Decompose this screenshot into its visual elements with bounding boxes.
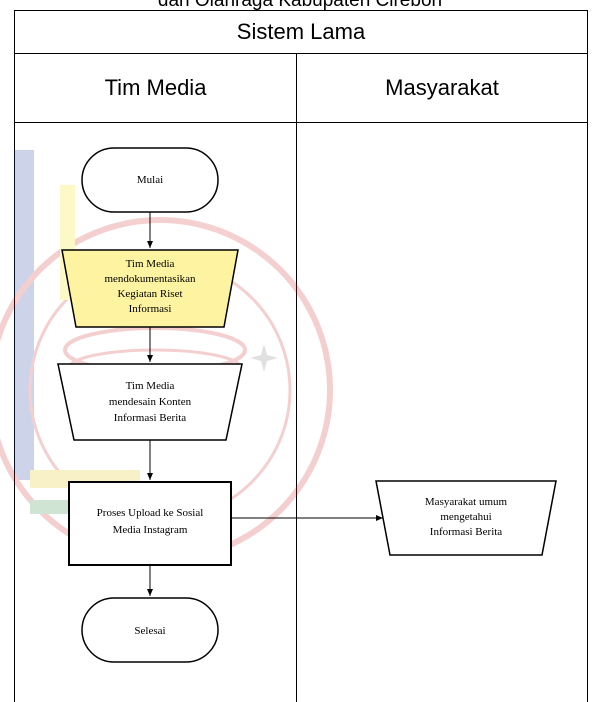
lane-divider [296, 112, 297, 702]
manual-operation-public-informed: Masyarakat umum mengetahui Informasi Ber… [375, 480, 557, 556]
doc2-line-1: Tim Media [126, 380, 175, 392]
output-line-2: mengetahui [440, 511, 491, 523]
end-terminator: Selesai [81, 597, 219, 663]
watermark-star [250, 344, 278, 372]
manual-operation-documentation: Tim Media mendokumentasikan Kegiatan Ris… [61, 249, 239, 328]
swimlane-table: Sistem Lama Tim Media Masyarakat [14, 10, 588, 702]
watermark-blue-bar [14, 150, 34, 480]
diagram-title: Sistem Lama [15, 10, 587, 54]
process-line-2: Media Instagram [113, 524, 188, 536]
end-label: Selesai [134, 625, 165, 637]
output-line-3: Informasi Berita [430, 526, 503, 538]
lane-header-row: Tim Media Masyarakat [15, 53, 587, 123]
start-shape [81, 147, 219, 213]
process-line-1: Proses Upload ke Sosial [97, 507, 204, 519]
process-shape [68, 481, 232, 566]
start-label: Mulai [137, 174, 163, 186]
diagram-title-text: Sistem Lama [236, 19, 366, 44]
doc1-line-2: mendokumentasikan [104, 273, 196, 285]
output-shape [375, 480, 557, 556]
page-caption: dan Olahraga Kabupaten Cirebon [157, 0, 443, 11]
doc2-line-2: mendesain Konten [109, 396, 192, 408]
doc2-line-3: Informasi Berita [114, 412, 187, 424]
doc1-line-3: Kegiatan Riset [117, 288, 182, 300]
doc1-line-1: Tim Media [126, 258, 175, 270]
doc2-shape [57, 363, 243, 441]
doc1-line-4: Informasi [129, 303, 172, 315]
process-upload-instagram: Proses Upload ke Sosial Media Instagram [68, 481, 232, 566]
start-terminator: Mulai [81, 147, 219, 213]
lane-header-tim-media: Tim Media [15, 54, 297, 122]
connectors [147, 212, 383, 596]
output-line-1: Masyarakat umum [425, 496, 508, 508]
manual-operation-design: Tim Media mendesain Konten Informasi Ber… [57, 363, 243, 441]
lane-header-masyarakat: Masyarakat [385, 75, 499, 100]
doc1-shape [61, 249, 239, 328]
end-shape [81, 597, 219, 663]
